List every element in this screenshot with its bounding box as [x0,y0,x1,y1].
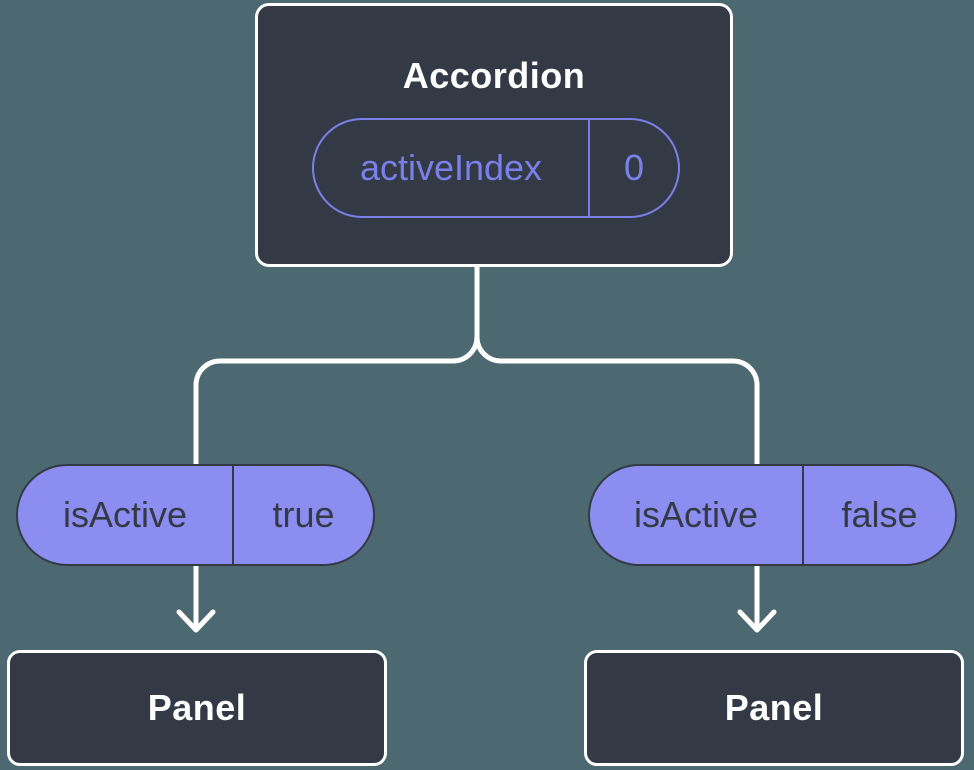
branch-line-left [193,262,480,468]
prop-pill-left-name: isActive [18,466,234,564]
state-pill: activeIndex 0 [312,118,680,218]
prop-pill-right-name: isActive [590,466,804,564]
state-pill-value: 0 [623,147,645,188]
panel-node-right: Panel [584,650,964,766]
arrow-down-icon [737,561,777,633]
accordion-node-title: Accordion [402,55,586,96]
prop-pill-left-value: true [272,494,335,535]
prop-pill-right-value: false [841,494,918,535]
panel-node-right-title: Panel [724,687,824,728]
prop-pill-right: isActive false [588,464,957,566]
arrow-down-icon [176,561,216,633]
panel-node-left-title: Panel [147,687,247,728]
prop-pill-left: isActive true [16,464,375,566]
panel-node-left: Panel [7,650,387,766]
state-pill-name: activeIndex [314,120,590,216]
branch-line-right [474,262,760,468]
accordion-node: Accordion activeIndex 0 [255,3,733,267]
